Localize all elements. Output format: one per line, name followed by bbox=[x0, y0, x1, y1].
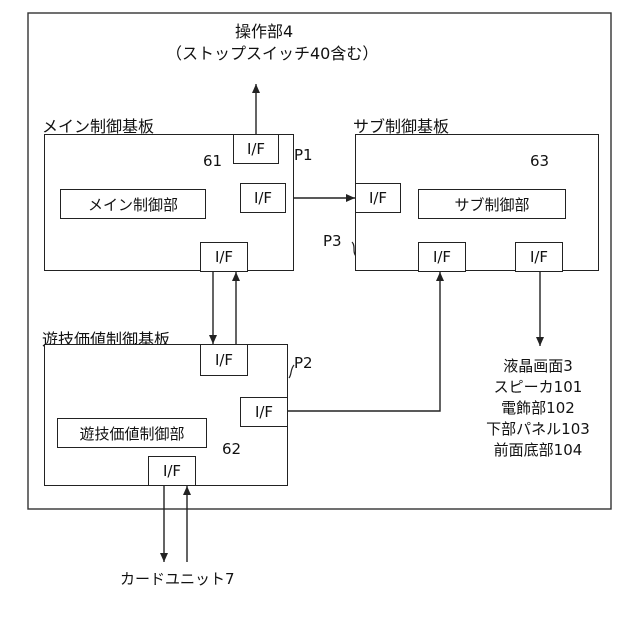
output-device-list: 液晶画面3 スピーカ101 電飾部102 下部パネル103 前面底部104 bbox=[468, 356, 608, 461]
arrow-value-to-sub bbox=[288, 272, 440, 411]
output-item: 前面底部104 bbox=[468, 440, 608, 461]
output-item: 電飾部102 bbox=[468, 398, 608, 419]
value-board-if-right: I/F bbox=[240, 397, 288, 427]
output-item: 下部パネル103 bbox=[468, 419, 608, 440]
value-port-ref: P2 bbox=[294, 354, 313, 372]
sub-board-if-bottom-right: I/F bbox=[515, 242, 563, 272]
value-unit-ref: 62 bbox=[222, 440, 241, 458]
sub-unit-ref: 63 bbox=[530, 152, 549, 170]
main-control-unit: メイン制御部 bbox=[60, 189, 206, 219]
value-board-if-bottom: I/F bbox=[148, 456, 196, 486]
main-board-if-bottom: I/F bbox=[200, 242, 248, 272]
sub-port-ref: P3 bbox=[323, 232, 342, 250]
value-board-if-top: I/F bbox=[200, 344, 248, 376]
operation-unit-note: （ストップスイッチ40含む） bbox=[166, 40, 378, 64]
main-board-if-right: I/F bbox=[240, 183, 286, 213]
main-port-ref: P1 bbox=[294, 146, 313, 164]
card-unit-label: カードユニット7 bbox=[120, 568, 235, 589]
sub-board-if-bottom-left: I/F bbox=[418, 242, 466, 272]
main-board-if-top: I/F bbox=[233, 134, 279, 164]
output-item: スピーカ101 bbox=[468, 377, 608, 398]
sub-board-if-left: I/F bbox=[355, 183, 401, 213]
output-item: 液晶画面3 bbox=[468, 356, 608, 377]
operation-unit-label: 操作部4 bbox=[235, 18, 293, 42]
main-unit-ref: 61 bbox=[203, 152, 222, 170]
sub-control-unit: サブ制御部 bbox=[418, 189, 566, 219]
value-control-unit: 遊技価値制御部 bbox=[57, 418, 207, 448]
